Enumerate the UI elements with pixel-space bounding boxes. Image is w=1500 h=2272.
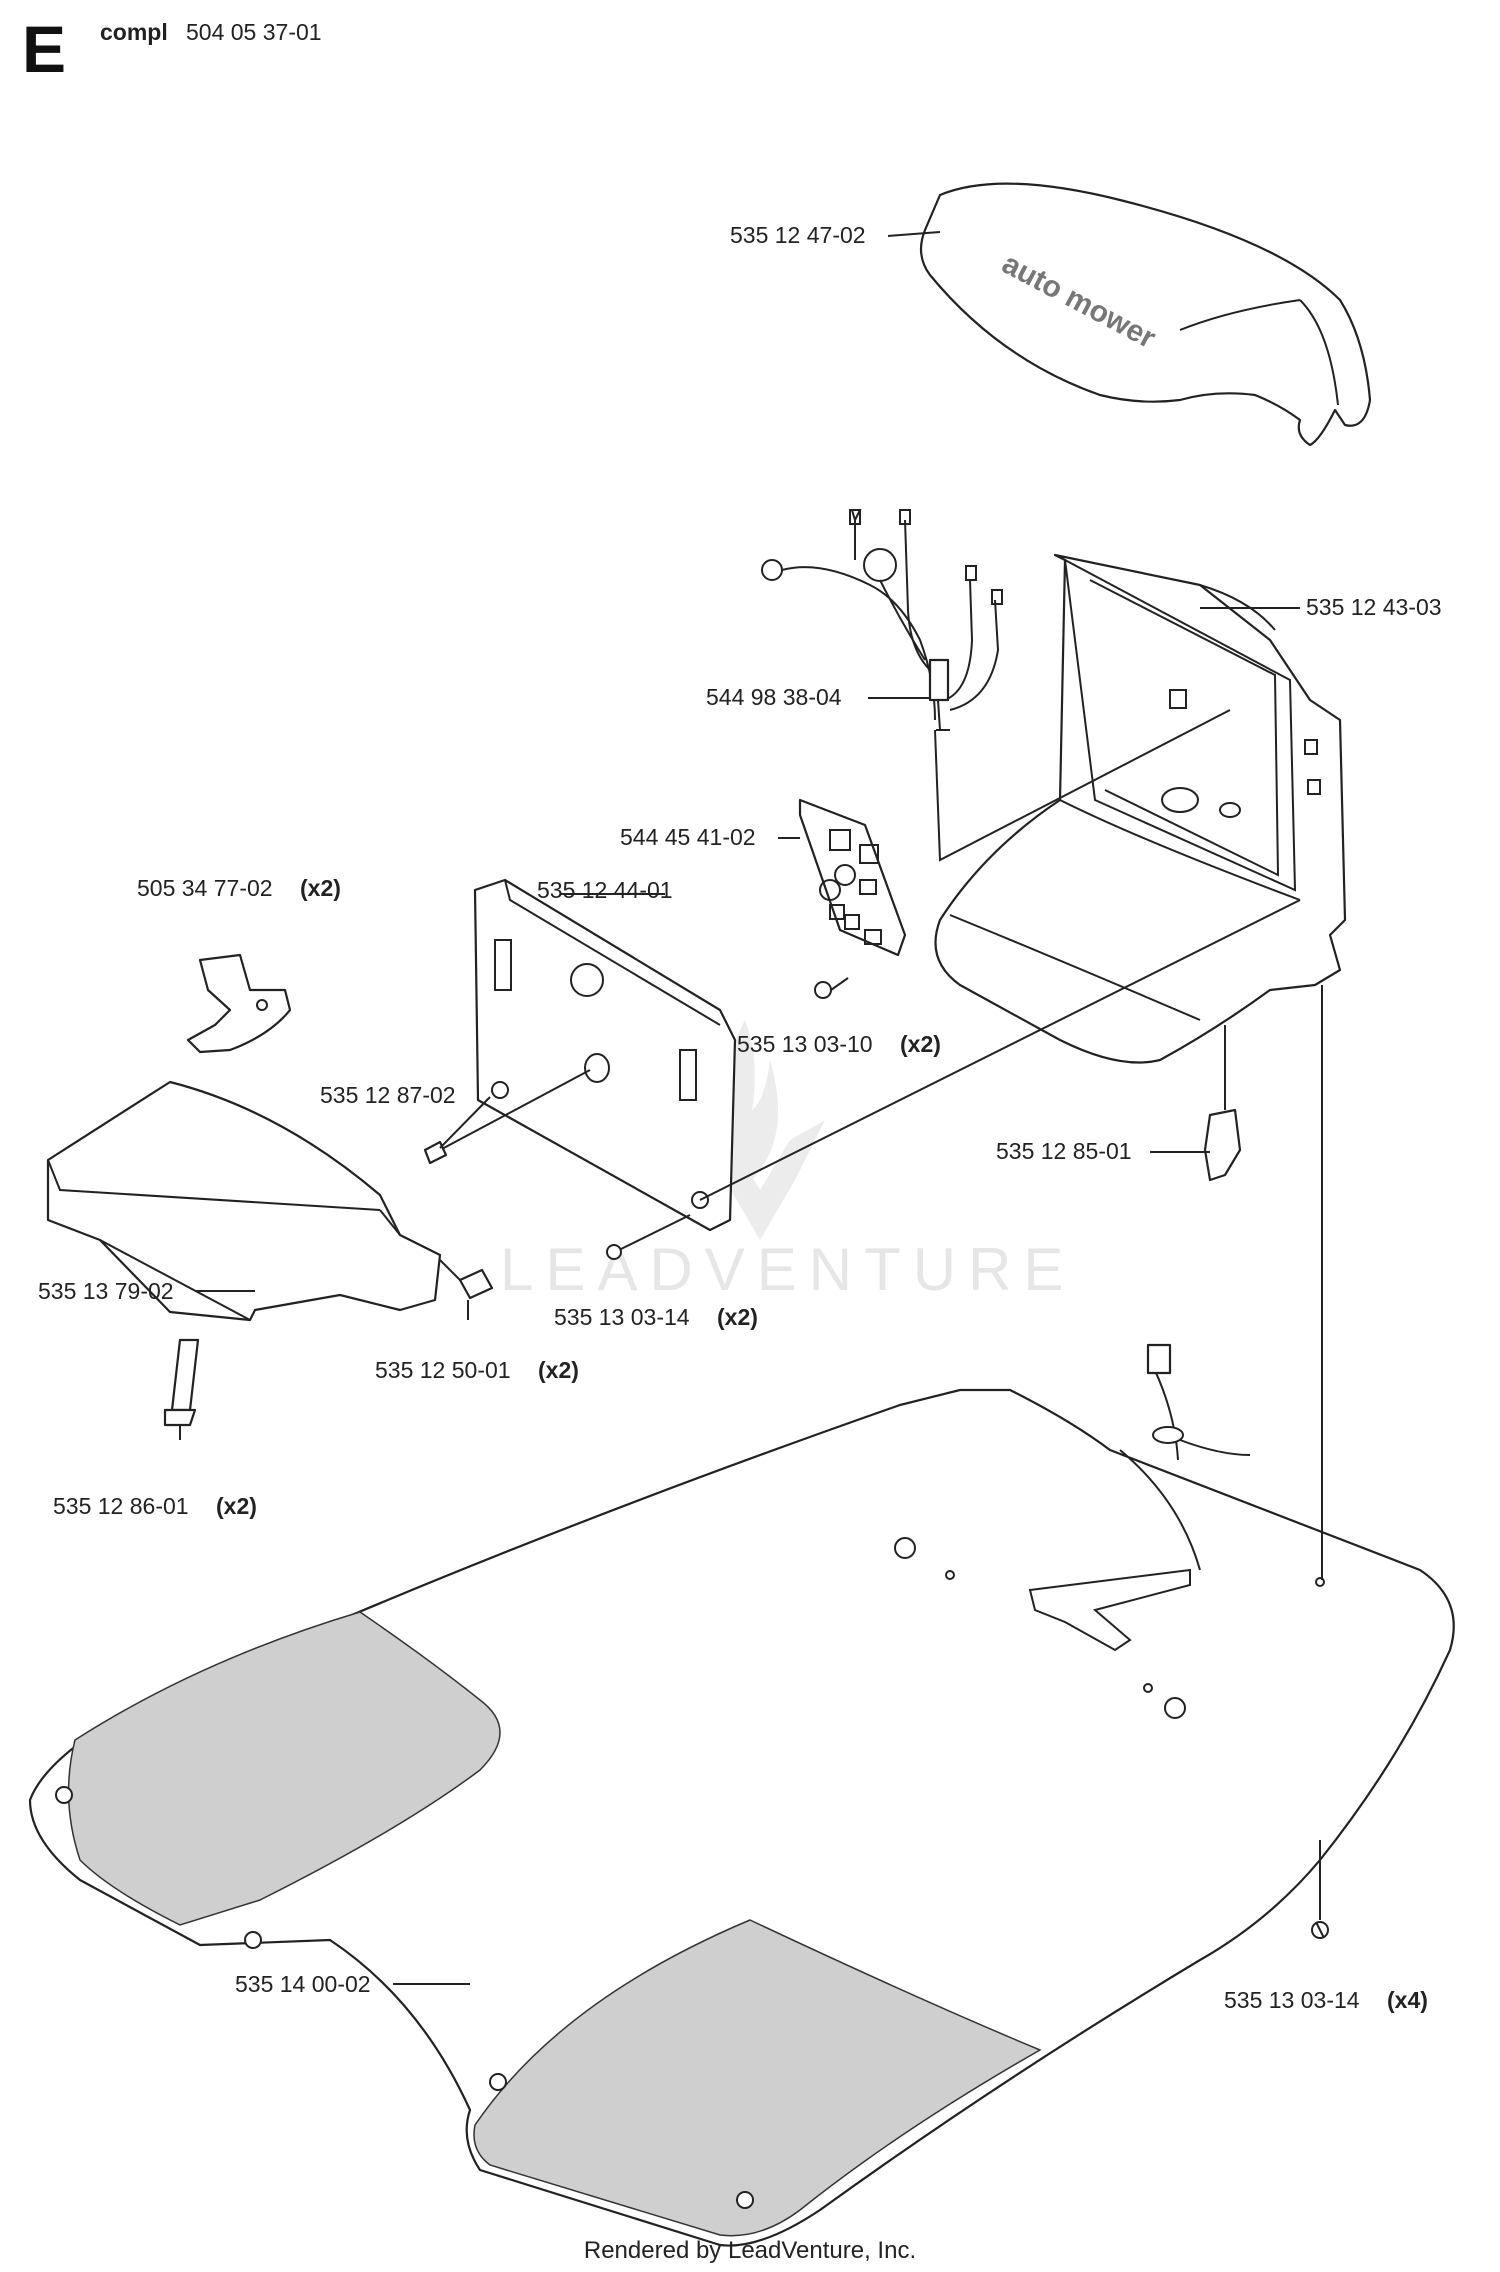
part-number: 544 98 38-04 [706, 684, 842, 710]
part-label-535-13-03-14-x4: 535 13 03-14 (x4) [1224, 1987, 1428, 2013]
part-number: 535 12 43-03 [1306, 594, 1442, 620]
footer-credit: Rendered by LeadVenture, Inc. [584, 2237, 916, 2264]
connector-drawing [1203, 1025, 1242, 1182]
part-number: 535 12 50-01 [375, 1357, 511, 1383]
part-label-535-13-03-10: 535 13 03-10 (x2) [737, 1031, 941, 1057]
leader-lines [195, 231, 1300, 1985]
front-cover-drawing [46, 1080, 494, 1322]
screw-small-drawing [814, 977, 849, 999]
base-plate-drawing [28, 985, 1455, 2247]
part-number: 535 13 03-14 [1224, 1987, 1360, 2013]
part-qty: (x2) [900, 1031, 941, 1057]
part-label-535-12-85-01: 535 12 85-01 [996, 1138, 1132, 1164]
watermark-text: LEADVENTURE [500, 1236, 1075, 1303]
part-number: 535 12 86-01 [53, 1493, 189, 1519]
top-cover-drawing: auto mower [919, 182, 1372, 447]
watermark: LEADVENTURE [500, 1020, 1075, 1303]
part-label-535-12-47-02: 535 12 47-02 [730, 222, 866, 248]
part-label-535-12-87-02: 535 12 87-02 [320, 1082, 456, 1108]
clip-bracket-drawing [186, 953, 292, 1054]
part-label-535-13-03-14-x2: 535 13 03-14 (x2) [554, 1304, 758, 1330]
part-label-535-12-44-01: 535 12 44-01 [537, 877, 673, 903]
part-number: 544 45 41-02 [620, 824, 756, 850]
part-label-505-34-77-02: 505 34 77-02 (x2) [137, 875, 341, 901]
part-qty: (x2) [538, 1357, 579, 1383]
part-qty: (x4) [1387, 1987, 1428, 2013]
part-label-535-13-79-02: 535 13 79-02 [38, 1278, 174, 1304]
wire-harness-drawing [761, 509, 1231, 862]
part-number: 535 13 03-14 [554, 1304, 690, 1330]
part-number: 535 12 44-01 [537, 877, 673, 903]
section-letter: E [22, 12, 66, 86]
part-qty: (x2) [717, 1304, 758, 1330]
part-number: 505 34 77-02 [137, 875, 273, 901]
circuit-board-drawing [798, 798, 907, 957]
part-label-535-12-43-03: 535 12 43-03 [1306, 594, 1442, 620]
part-number: 535 12 87-02 [320, 1082, 456, 1108]
part-label-544-98-38-04: 544 98 38-04 [706, 684, 842, 710]
part-label-535-14-00-02: 535 14 00-02 [235, 1971, 371, 1997]
compl-label: compl [100, 19, 168, 45]
part-number: 535 12 85-01 [996, 1138, 1132, 1164]
screw-drawing-1 [606, 1214, 691, 1260]
part-number: 535 14 00-02 [235, 1971, 371, 1997]
part-qty: (x2) [300, 875, 341, 901]
compl-number: 504 05 37-01 [186, 19, 322, 45]
part-number: 535 13 03-10 [737, 1031, 873, 1057]
housing-drawing [934, 553, 1347, 1064]
part-number: 535 12 47-02 [730, 222, 866, 248]
part-label-535-12-50-01: 535 12 50-01 (x2) [375, 1357, 579, 1383]
screw-drawing-2 [1311, 1921, 1329, 1939]
back-plate-drawing [439, 878, 1301, 1232]
part-number: 535 13 79-02 [38, 1278, 174, 1304]
part-label-535-12-86-01: 535 12 86-01 (x2) [53, 1493, 257, 1519]
strap-drawing [163, 1338, 200, 1440]
part-qty: (x2) [216, 1493, 257, 1519]
part-label-544-45-41-02: 544 45 41-02 [620, 824, 756, 850]
